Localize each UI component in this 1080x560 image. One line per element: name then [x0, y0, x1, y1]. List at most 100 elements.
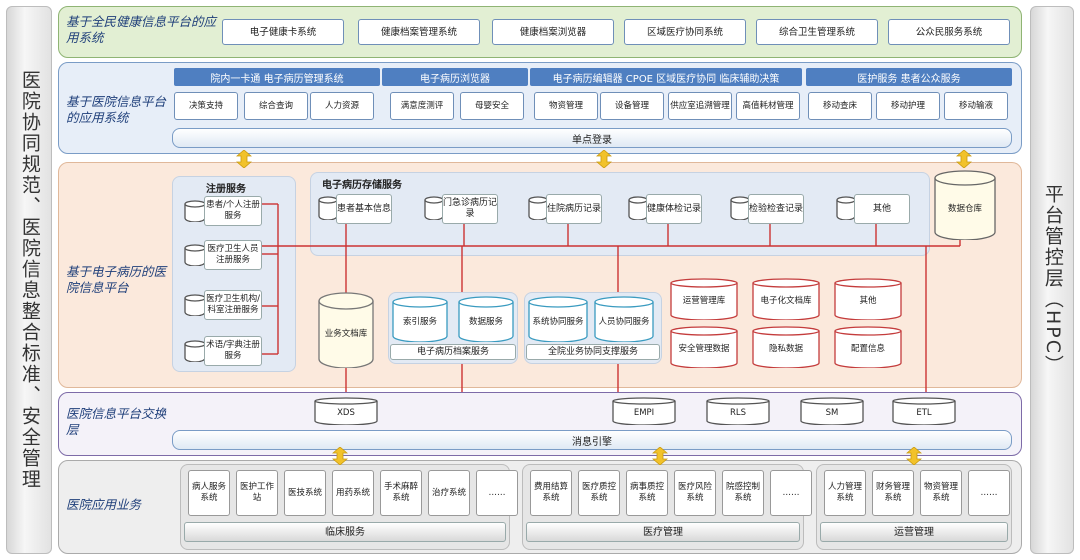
operations-system-0-label: 人力管理系统: [827, 482, 862, 503]
emr-storage-item-5[interactable]: 其他: [854, 194, 910, 224]
registration-service-1[interactable]: 医疗卫生人员注册服务: [204, 240, 262, 270]
hospital-app-4[interactable]: 母婴安全: [460, 92, 524, 120]
emr-db-icon-0[interactable]: [318, 196, 338, 220]
collab-db-icon-0[interactable]: 系统协同服务: [528, 296, 588, 342]
message-engine-label: 消息引擎: [572, 436, 612, 448]
hospital-app-9[interactable]: 移动查床: [808, 92, 872, 120]
emr-storage-item-3[interactable]: 健康体检记录: [646, 194, 702, 224]
hospital-app-header-0: 院内一卡通 电子病历管理系统: [174, 68, 380, 86]
operations-system-1[interactable]: 财务管理系统: [872, 470, 914, 516]
collab-db-icon-1[interactable]: 人员协同服务: [594, 296, 654, 342]
single-sign-on-bar[interactable]: 单点登录: [172, 128, 1012, 148]
clinical-system-0[interactable]: 病人服务系统: [188, 470, 230, 516]
medical-system-5[interactable]: ……: [770, 470, 812, 516]
double-arrow-icon-6: [905, 446, 923, 466]
registration-service-3[interactable]: 术语/字典注册服务: [204, 336, 262, 366]
exchange-node-icon-sm[interactable]: SM: [800, 397, 864, 425]
regional-app-3[interactable]: 区域医疗协同系统: [624, 19, 746, 45]
clinical-system-6-label: ……: [488, 487, 506, 498]
medical-system-1[interactable]: 医疗质控系统: [578, 470, 620, 516]
hospital-app-11[interactable]: 移动输液: [944, 92, 1008, 120]
hospital-app-8[interactable]: 高值耗材管理: [736, 92, 800, 120]
registration-service-0[interactable]: 患者/个人注册服务: [204, 196, 262, 226]
registration-service-0-label: 患者/个人注册服务: [206, 200, 260, 221]
secure-store-icon-2[interactable]: 其他: [834, 278, 902, 320]
exchange-node-icon-rls[interactable]: RLS: [706, 397, 770, 425]
exchange-node-icon-etl[interactable]: ETL: [892, 397, 956, 425]
message-engine-bar[interactable]: 消息引擎: [172, 430, 1012, 450]
hospital-app-header-2-label: 电子病历编辑器 CPOE 区域医疗协同 临床辅助决策: [552, 73, 780, 85]
medical-system-4[interactable]: 院感控制系统: [722, 470, 764, 516]
exchange-node-icon-rls-label: RLS: [729, 407, 747, 418]
operations-system-2[interactable]: 物资管理系统: [920, 470, 962, 516]
double-arrow-icon-4: [331, 446, 349, 466]
secure-store-icon-4[interactable]: 隐私数据: [752, 326, 820, 368]
double-arrow-icon-1: [235, 149, 253, 169]
registration-db-icon-2[interactable]: [184, 294, 206, 316]
secure-store-icon-0[interactable]: 运营管理库: [670, 278, 738, 320]
exchange-node-icon-xds[interactable]: XDS: [314, 397, 378, 425]
operations-system-1-label: 财务管理系统: [875, 482, 910, 503]
clinical-system-5[interactable]: 治疗系统: [428, 470, 470, 516]
emr-db-icon-4[interactable]: [730, 196, 750, 220]
medical-system-3-label: 医疗风险系统: [677, 482, 712, 503]
operations-system-3[interactable]: ……: [968, 470, 1010, 516]
exchange-node-icon-sm-label: SM: [825, 407, 839, 418]
registration-db-icon-3[interactable]: [184, 340, 206, 362]
clinical-system-2[interactable]: 医技系统: [284, 470, 326, 516]
clinical-system-1[interactable]: 医护工作站: [236, 470, 278, 516]
emr-storage-item-1[interactable]: 门急诊病历记录: [442, 194, 498, 224]
emr-db-icon-1[interactable]: [424, 196, 444, 220]
regional-app-5[interactable]: 公众民服务系统: [888, 19, 1010, 45]
hospital-app-6-label: 设备管理: [614, 100, 649, 111]
business-doc-store-icon[interactable]: 业务文档库: [318, 292, 374, 368]
medical-system-0[interactable]: 费用结算系统: [530, 470, 572, 516]
secure-store-icon-1[interactable]: 电子化文档库: [752, 278, 820, 320]
hospital-app-7-label: 供应室追溯管理: [670, 100, 730, 111]
emr-db-icon-3[interactable]: [628, 196, 648, 220]
clinical-system-4[interactable]: 手术麻醉系统: [380, 470, 422, 516]
hospital-app-0[interactable]: 决策支持: [174, 92, 238, 120]
medical-system-3[interactable]: 医疗风险系统: [674, 470, 716, 516]
medical-title-label: 医疗管理: [643, 526, 683, 538]
secure-store-icon-0-label: 运营管理库: [682, 296, 726, 306]
secure-store-icon-4-label: 隐私数据: [768, 344, 803, 354]
hospital-app-header-3: 医护服务 患者公众服务: [806, 68, 1012, 86]
secure-store-icon-3[interactable]: 安全管理数据: [670, 326, 738, 368]
emr-storage-item-0[interactable]: 患者基本信息: [336, 194, 392, 224]
emr-storage-item-4[interactable]: 检验检查记录: [748, 194, 804, 224]
data-warehouse-icon[interactable]: 数据仓库: [934, 170, 996, 240]
regional-app-0[interactable]: 电子健康卡系统: [222, 19, 344, 45]
exchange-node-icon-empi[interactable]: EMPI: [612, 397, 676, 425]
hospital-app-7[interactable]: 供应室追溯管理: [668, 92, 732, 120]
hospital-app-3[interactable]: 满意度测评: [390, 92, 454, 120]
hospital-app-6[interactable]: 设备管理: [600, 92, 664, 120]
medical-system-4-label: 院感控制系统: [725, 482, 760, 503]
clinical-system-3[interactable]: 用药系统: [332, 470, 374, 516]
secure-store-icon-1-label: 电子化文档库: [760, 296, 812, 306]
emr-db-icon-2[interactable]: [528, 196, 548, 220]
sso-label: 单点登录: [572, 134, 612, 146]
hospital-app-2[interactable]: 人力资源: [310, 92, 374, 120]
hospital-app-10[interactable]: 移动护理: [876, 92, 940, 120]
regional-app-1[interactable]: 健康档案管理系统: [358, 19, 480, 45]
right-column-title: 平台管控层（HPC）: [1041, 183, 1064, 376]
secure-store-icon-5-label: 配置信息: [850, 344, 885, 354]
emr-archive-db-icon-0[interactable]: 索引服务: [392, 296, 448, 342]
emr-storage-item-0-label: 患者基本信息: [337, 203, 392, 214]
medical-system-2[interactable]: 病事质控系统: [626, 470, 668, 516]
operations-system-0[interactable]: 人力管理系统: [824, 470, 866, 516]
registration-service-2[interactable]: 医疗卫生机构/科室注册服务: [204, 290, 262, 320]
hospital-app-1[interactable]: 综合查询: [244, 92, 308, 120]
emr-db-icon-5[interactable]: [836, 196, 856, 220]
secure-store-icon-5[interactable]: 配置信息: [834, 326, 902, 368]
emr-storage-item-2[interactable]: 住院病历记录: [546, 194, 602, 224]
registration-db-icon-0[interactable]: [184, 200, 206, 222]
emr-archive-db-icon-1[interactable]: 数据服务: [458, 296, 514, 342]
registration-db-icon-1[interactable]: [184, 244, 206, 266]
clinical-system-6[interactable]: ……: [476, 470, 518, 516]
regional-app-4[interactable]: 综合卫生管理系统: [756, 19, 878, 45]
hospital-app-5[interactable]: 物资管理: [534, 92, 598, 120]
clinical-system-5-label: 治疗系统: [431, 487, 466, 498]
regional-app-2[interactable]: 健康档案浏览器: [492, 19, 614, 45]
